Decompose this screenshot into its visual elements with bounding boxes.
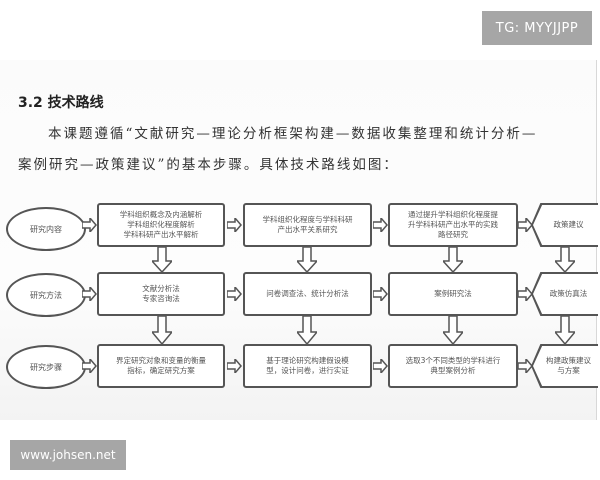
steps-end-label: 构建政策建议 与方案 xyxy=(533,346,598,386)
down-arrow-icon xyxy=(297,247,317,272)
watermark-site-badge: www.johsen.net xyxy=(10,440,126,470)
technical-route-diagram: 研究内容 学科组织概念及内涵解析 学科组织化程度解析 学科科研产出水平解析 学科… xyxy=(0,190,600,420)
right-arrow-icon xyxy=(227,359,242,373)
method-end-label: 政策仿真法 xyxy=(533,274,598,314)
row-label-research-steps: 研究步骤 xyxy=(6,345,86,389)
right-arrow-icon xyxy=(82,218,97,232)
method-box-3: 案例研究法 xyxy=(388,272,518,316)
right-arrow-icon xyxy=(227,218,242,232)
paragraph-line-1: 本课题遵循“文献研究—理论分析框架构建—数据收集整理和统计分析— xyxy=(48,126,538,142)
content-box-1: 学科组织概念及内涵解析 学科组织化程度解析 学科科研产出水平解析 xyxy=(97,203,225,247)
content-box-3: 通过提升学科组织化程度提 升学科科研产出水平的实践 路径研究 xyxy=(388,203,518,247)
right-arrow-icon xyxy=(373,359,388,373)
content-end-label: 政策建议 xyxy=(533,205,598,245)
right-arrow-icon xyxy=(518,218,533,232)
right-arrow-icon xyxy=(82,359,97,373)
right-arrow-icon xyxy=(373,218,388,232)
method-box-2: 问卷调查法、统计分析法 xyxy=(243,272,372,316)
method-end-hexagon: 政策仿真法 xyxy=(531,272,598,316)
row-label-research-content: 研究内容 xyxy=(6,207,86,251)
method-box-1: 文献分析法 专家咨询法 xyxy=(97,272,225,316)
right-arrow-icon xyxy=(82,287,97,301)
content-box-2: 学科组织化程度与学科科研 产出水平关系研究 xyxy=(243,203,372,247)
down-arrow-icon xyxy=(555,316,575,344)
steps-end-hexagon: 构建政策建议 与方案 xyxy=(531,344,598,388)
steps-box-2: 基于理论研究构建假设模 型，设计问卷，进行实证 xyxy=(243,344,372,388)
right-arrow-icon xyxy=(518,359,533,373)
down-arrow-icon xyxy=(152,247,172,272)
down-arrow-icon xyxy=(443,247,463,272)
down-arrow-icon xyxy=(443,316,463,344)
steps-box-1: 界定研究对象和变量的衡量 指标，确定研究方案 xyxy=(97,344,225,388)
content-end-hexagon: 政策建议 xyxy=(531,203,598,247)
watermark-tg-badge: TG: MYYJJPP xyxy=(482,11,592,45)
row-label-research-method: 研究方法 xyxy=(6,273,86,317)
down-arrow-icon xyxy=(152,316,172,344)
right-arrow-icon xyxy=(227,287,242,301)
down-arrow-icon xyxy=(297,316,317,344)
right-arrow-icon xyxy=(518,287,533,301)
right-arrow-icon xyxy=(373,287,388,301)
steps-box-3: 选取3个不同类型的学科进行 典型案例分析 xyxy=(388,344,518,388)
down-arrow-icon xyxy=(555,247,575,272)
paragraph-line-2: 案例研究—政策建议”的基本步骤。具体技术路线如图： xyxy=(18,157,399,173)
section-heading: 3.2 技术路线 xyxy=(18,95,104,111)
